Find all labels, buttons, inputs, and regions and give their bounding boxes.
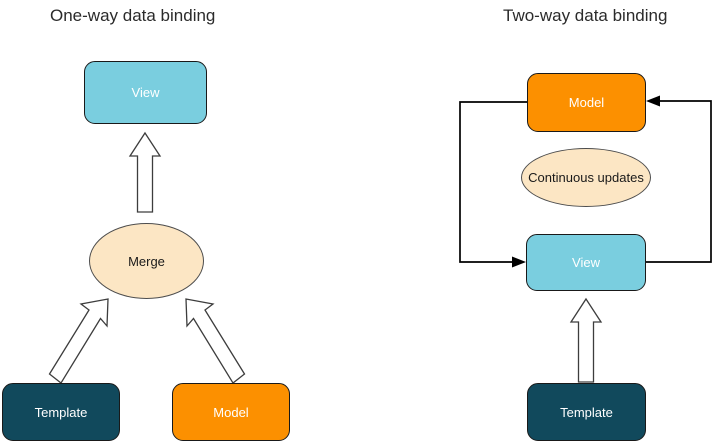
connector-view-to-model [646, 100, 712, 263]
left-node-merge[interactable]: Merge [89, 223, 204, 299]
right-node-template[interactable]: Template [527, 383, 646, 441]
right-node-model[interactable]: Model [527, 73, 646, 132]
left-node-template-label: Template [34, 404, 88, 420]
block-arrow-merge-to-view [128, 131, 162, 213]
right-node-continuous-updates[interactable]: Continuous updates [521, 148, 651, 207]
right-node-template-label: Template [560, 404, 613, 420]
right-panel-title: Two-way data binding [503, 6, 668, 25]
arrowhead-model-to-view [512, 256, 526, 268]
right-node-view[interactable]: View [526, 234, 646, 291]
right-node-continuous-updates-label: Continuous updates [528, 170, 644, 185]
left-node-template[interactable]: Template [2, 383, 120, 441]
left-panel-title: One-way data binding [50, 6, 216, 25]
left-node-view[interactable]: View [84, 61, 207, 124]
left-node-view-label: View [131, 85, 160, 100]
left-node-merge-label: Merge [128, 253, 165, 269]
left-node-model[interactable]: Model [172, 383, 290, 441]
right-node-model-label: Model [568, 95, 605, 110]
connector-model-to-view [459, 101, 527, 263]
block-arrow-template-to-view [569, 297, 603, 383]
right-node-view-label: View [572, 255, 600, 270]
block-arrow-model-to-merge [185, 298, 246, 384]
block-arrow-template-to-merge [48, 298, 109, 384]
left-node-model-label: Model [213, 404, 249, 420]
arrowhead-view-to-model [646, 95, 660, 107]
